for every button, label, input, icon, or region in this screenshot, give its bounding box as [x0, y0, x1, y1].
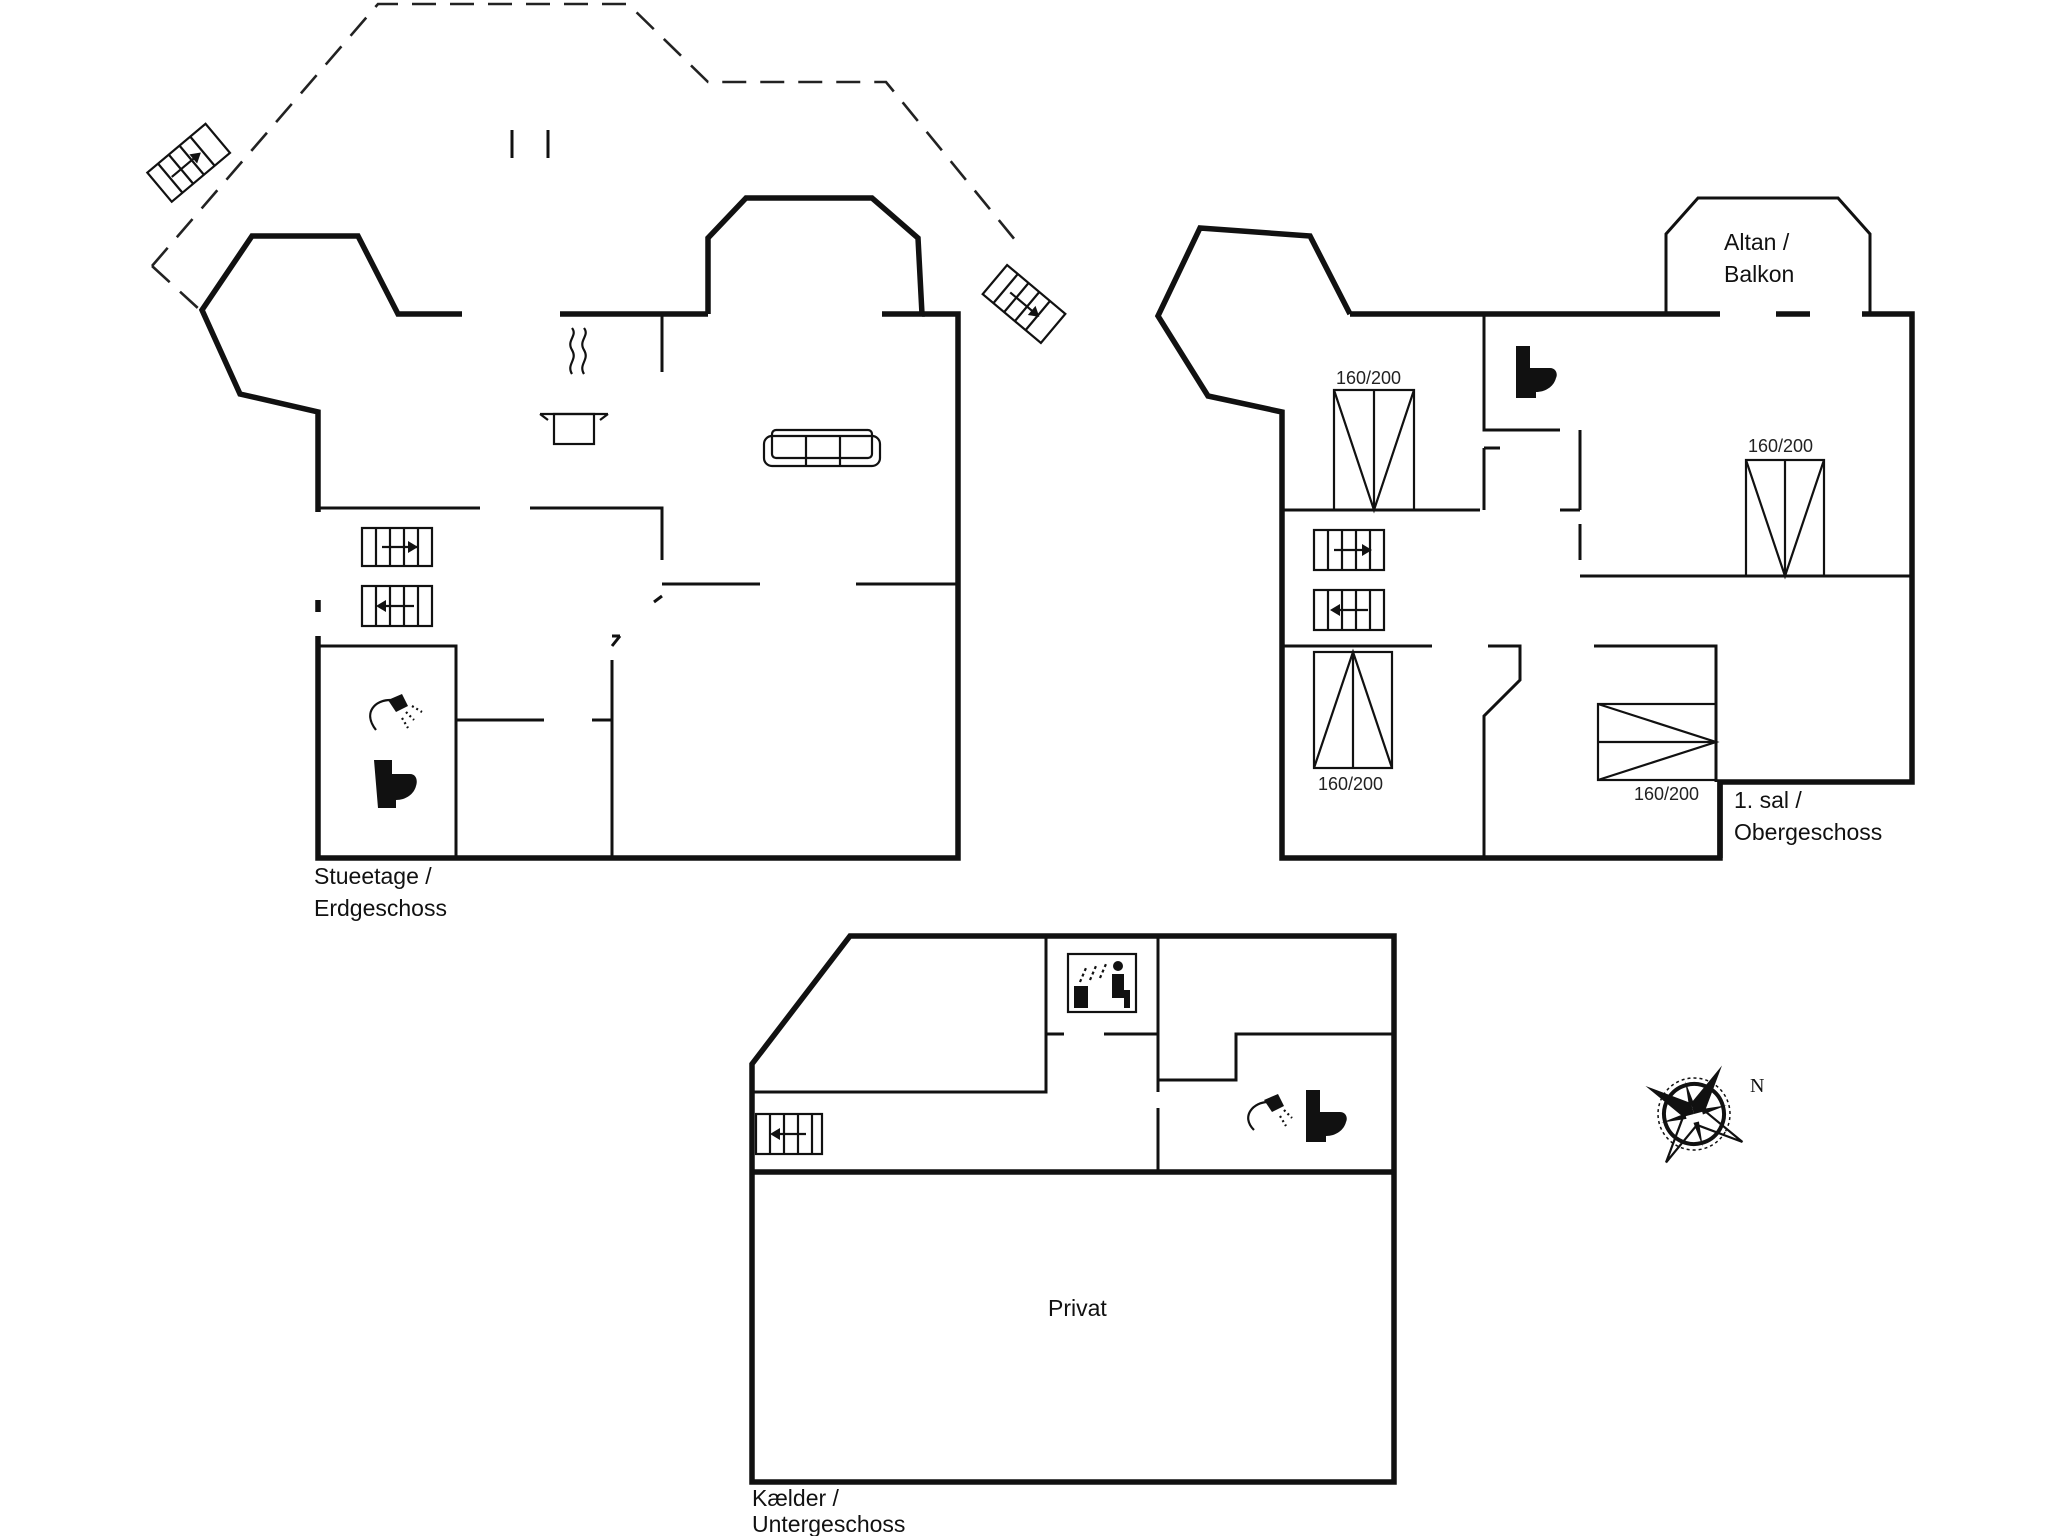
- terrace-outline-left: [151, 265, 201, 311]
- bed-size-label: 160/200: [1634, 784, 1699, 804]
- ground-inner-wall: [318, 314, 664, 604]
- sofa-icon: [762, 428, 882, 468]
- ground-floor-label-1: Stueetage /: [314, 863, 432, 889]
- stairs-icon: [1312, 588, 1386, 632]
- stairs-icon: [145, 122, 232, 204]
- ground-inner-wall: [318, 634, 620, 858]
- ground-floor-label-2: Erdgeschoss: [314, 895, 447, 921]
- bed-icon: [1596, 702, 1720, 782]
- upper-outer-wall: [1154, 225, 1915, 861]
- ground-floor-plan: Stueetage / Erdgeschoss: [145, 2, 1067, 921]
- upper-inner-wall: [1482, 314, 1582, 560]
- upper-floor-plan: Altan / Balkon 160/200 160/200 160/200: [1154, 196, 1915, 861]
- basement-outer-wall: [749, 933, 1397, 1485]
- toilet-icon: [374, 760, 417, 808]
- stairs-icon: [360, 584, 434, 628]
- toilet-icon: [1306, 1090, 1347, 1142]
- basement-inner-wall: [752, 936, 1160, 1094]
- stairs-icon: [360, 526, 434, 568]
- basement-plan: Privat Kælder / Untergeschoss: [749, 933, 1397, 1536]
- balcony-label-1: Altan /: [1724, 229, 1790, 255]
- basement-label-2: Untergeschoss: [752, 1511, 905, 1536]
- private-room-label: Privat: [1048, 1295, 1107, 1321]
- bed-size-label: 160/200: [1336, 368, 1401, 388]
- ground-outer-wall: [198, 233, 462, 512]
- shower-icon: [1247, 1094, 1293, 1131]
- upper-inner-wall: [1282, 644, 1718, 858]
- ground-outer-wall: [705, 195, 925, 317]
- ground-inner-wall: [610, 635, 622, 647]
- bed-icon: [1744, 458, 1826, 580]
- stairs-icon: [1312, 528, 1386, 572]
- compass-rose-icon: [1645, 1065, 1744, 1164]
- kitchen-pot-icon: [539, 327, 609, 446]
- bed-size-label: 160/200: [1318, 774, 1383, 794]
- compass-north-label: N: [1750, 1075, 1764, 1097]
- stairs-icon: [754, 1112, 824, 1156]
- terrace-outline: [151, 2, 1022, 267]
- bed-size-label: 160/200: [1748, 436, 1813, 456]
- upper-inner-wall: [1282, 508, 1912, 578]
- balcony-outline: [1664, 196, 1872, 314]
- toilet-icon: [1516, 346, 1557, 398]
- sauna-icon: [1066, 952, 1138, 1014]
- shower-icon: [369, 694, 423, 731]
- upper-floor-label-2: Obergeschoss: [1734, 819, 1882, 845]
- ground-outer-wall: [315, 311, 961, 861]
- basement-label-1: Kælder /: [752, 1485, 840, 1511]
- bed-icon: [1332, 388, 1416, 514]
- bed-icon: [1312, 648, 1394, 770]
- balcony-label-2: Balkon: [1724, 261, 1794, 287]
- upper-floor-label-1: 1. sal /: [1734, 787, 1802, 813]
- basement-inner-wall: [1156, 1032, 1394, 1172]
- stairs-icon: [981, 263, 1067, 345]
